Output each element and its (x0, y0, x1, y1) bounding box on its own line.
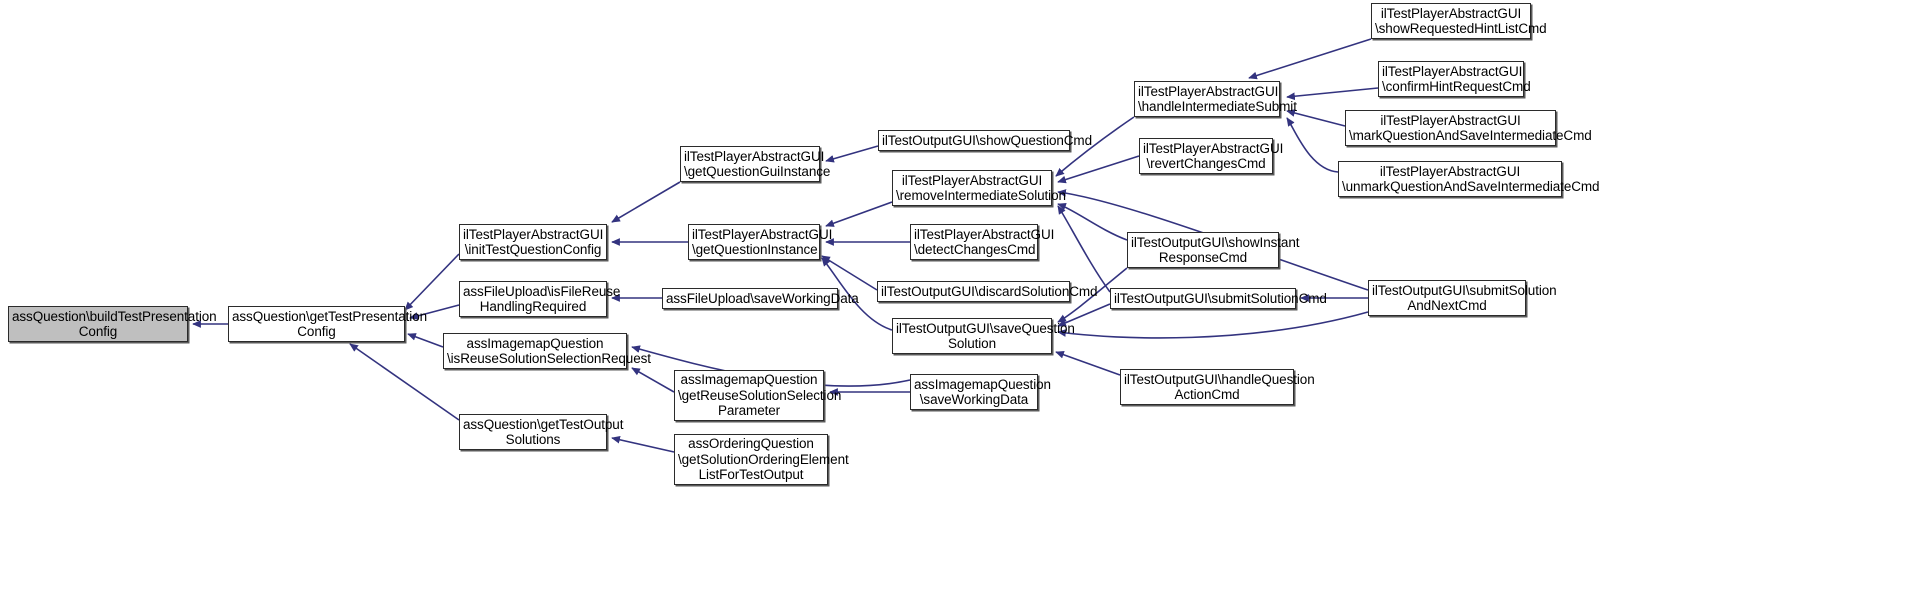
graph-node-label: ilTestPlayerAbstractGUI \removeIntermedi… (896, 172, 1066, 204)
graph-edge (1057, 202, 1128, 241)
graph-node-isReuseSolutionSelectionRequest[interactable]: assImagemapQuestion \isReuseSolutionSele… (443, 333, 651, 369)
graph-edge (407, 333, 444, 348)
graph-node-label: ilTestPlayerAbstractGUI \showRequestedHi… (1375, 5, 1547, 37)
graph-edge (611, 181, 681, 223)
graph-node-confirmHintRequestCmd[interactable]: ilTestPlayerAbstractGUI \confirmHintRequ… (1378, 61, 1531, 97)
graph-node-label: ilTestOutputGUI\submitSolution AndNextCm… (1372, 282, 1557, 314)
graph-node-markQuestionAndSaveIntermediateCmd[interactable]: ilTestPlayerAbstractGUI \markQuestionAnd… (1345, 110, 1592, 146)
graph-node-label: ilTestOutputGUI\discardSolutionCmd (881, 283, 1098, 299)
graph-node-label: ilTestOutputGUI\showQuestionCmd (882, 132, 1092, 148)
graph-edge (611, 435, 675, 453)
graph-node-label: ilTestOutputGUI\handleQuestion ActionCmd (1124, 371, 1315, 403)
graph-node-handleQuestionActionCmd[interactable]: ilTestOutputGUI\handleQuestion ActionCmd (1120, 369, 1315, 405)
graph-node-getTestOutputSolutions[interactable]: assQuestion\getTestOutput Solutions (459, 414, 624, 450)
graph-node-label: assOrderingQuestion \getSolutionOrdering… (678, 436, 849, 483)
graph-node-label: assImagemapQuestion \isReuseSolutionSele… (447, 335, 651, 367)
graph-node-label: ilTestPlayerAbstractGUI \handleIntermedi… (1138, 83, 1297, 115)
graph-node-removeIntermediateSolution[interactable]: ilTestPlayerAbstractGUI \removeIntermedi… (892, 170, 1066, 206)
graph-node-assFileUploadSaveWorkingData[interactable]: assFileUpload\saveWorkingData (662, 288, 859, 309)
graph-node-label: assImagemapQuestion \saveWorkingData (914, 376, 1051, 408)
graph-node-label: ilTestPlayerAbstractGUI \revertChangesCm… (1143, 140, 1284, 172)
graph-node-buildTestPresentationConfig[interactable]: assQuestion\buildTestPresentation Config (8, 306, 217, 342)
graph-edge (1057, 311, 1369, 339)
graph-edge (1248, 38, 1372, 80)
graph-node-label: ilTestPlayerAbstractGUI \markQuestionAnd… (1349, 112, 1592, 144)
graph-edge (1057, 205, 1111, 293)
graph-node-isFileReuseHandlingRequired[interactable]: assFileUpload\isFileReuse HandlingRequir… (459, 281, 621, 317)
graph-node-label: assQuestion\buildTestPresentation Config (12, 308, 217, 340)
graph-node-showQuestionCmd[interactable]: ilTestOutputGUI\showQuestionCmd (878, 130, 1092, 151)
graph-edge (821, 255, 878, 291)
graph-node-label: ilTestPlayerAbstractGUI \unmarkQuestionA… (1342, 163, 1600, 195)
graph-node-submitSolutionCmd[interactable]: ilTestOutputGUI\submitSolutionCmd (1110, 288, 1327, 309)
graph-node-label: assImagemapQuestion \getReuseSolutionSel… (678, 372, 842, 419)
graph-node-getSolutionOrderingElementList[interactable]: assOrderingQuestion \getSolutionOrdering… (674, 434, 849, 485)
graph-node-label: assFileUpload\isFileReuse HandlingRequir… (463, 283, 621, 315)
graph-node-initTestQuestionConfig[interactable]: ilTestPlayerAbstractGUI \initTestQuestio… (459, 224, 607, 260)
graph-node-imagemapSaveWorkingData[interactable]: assImagemapQuestion \saveWorkingData (910, 374, 1051, 410)
graph-node-showInstantResponseCmd[interactable]: ilTestOutputGUI\showInstant ResponseCmd (1127, 232, 1300, 268)
graph-node-label: ilTestPlayerAbstractGUI \initTestQuestio… (463, 226, 604, 258)
graph-node-label: assQuestion\getTestOutput Solutions (463, 416, 624, 448)
graph-edge (1055, 351, 1121, 376)
graph-node-label: ilTestPlayerAbstractGUI \getQuestionGuiI… (684, 148, 831, 180)
graph-node-unmarkQuestionAndSaveIntermediateCmd[interactable]: ilTestPlayerAbstractGUI \unmarkQuestionA… (1338, 161, 1600, 197)
graph-edge (1057, 155, 1140, 184)
graph-edge (631, 367, 675, 393)
graph-node-discardSolutionCmd[interactable]: ilTestOutputGUI\discardSolutionCmd (877, 281, 1098, 302)
graph-node-submitSolutionAndNextCmd[interactable]: ilTestOutputGUI\submitSolution AndNextCm… (1368, 280, 1557, 316)
graph-node-detectChangesCmd[interactable]: ilTestPlayerAbstractGUI \detectChangesCm… (910, 224, 1055, 260)
graph-node-handleIntermediateSubmit[interactable]: ilTestPlayerAbstractGUI \handleIntermedi… (1134, 81, 1297, 117)
graph-node-getQuestionInstance[interactable]: ilTestPlayerAbstractGUI \getQuestionInst… (688, 224, 833, 260)
graph-edge (825, 145, 879, 163)
graph-node-label: ilTestPlayerAbstractGUI \detectChangesCm… (914, 226, 1055, 258)
graph-node-label: ilTestOutputGUI\showInstant ResponseCmd (1131, 234, 1300, 266)
graph-node-label: ilTestPlayerAbstractGUI \confirmHintRequ… (1382, 63, 1531, 95)
graph-node-getTestPresentationConfig[interactable]: assQuestion\getTestPresentation Config (228, 306, 428, 342)
graph-node-saveQuestionSolution[interactable]: ilTestOutputGUI\saveQuestion Solution (892, 318, 1075, 354)
graph-edge (1286, 117, 1339, 173)
graph-edge (1286, 87, 1379, 101)
graph-node-revertChangesCmd[interactable]: ilTestPlayerAbstractGUI \revertChangesCm… (1139, 138, 1284, 174)
graph-edge (404, 253, 460, 311)
graph-node-showRequestedHintListCmd[interactable]: ilTestPlayerAbstractGUI \showRequestedHi… (1371, 3, 1547, 39)
graph-node-label: ilTestOutputGUI\submitSolutionCmd (1114, 290, 1327, 306)
graph-edge (825, 201, 893, 227)
graph-node-label: assQuestion\getTestPresentation Config (232, 308, 428, 340)
graph-node-getQuestionGuiInstance[interactable]: ilTestPlayerAbstractGUI \getQuestionGuiI… (680, 146, 831, 182)
graph-node-label: ilTestPlayerAbstractGUI \getQuestionInst… (692, 226, 833, 258)
graph-node-label: ilTestOutputGUI\saveQuestion Solution (896, 320, 1075, 352)
graph-node-label: assFileUpload\saveWorkingData (666, 290, 859, 306)
graph-node-getReuseSolutionSelectionParameter[interactable]: assImagemapQuestion \getReuseSolutionSel… (674, 370, 842, 421)
